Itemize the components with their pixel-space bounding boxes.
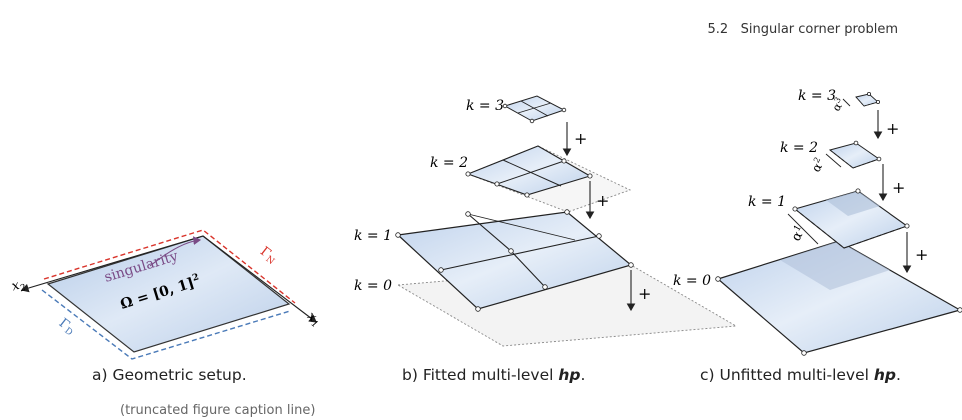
caption-a: a) Geometric setup.: [92, 366, 247, 384]
section-number: 5.2: [707, 22, 729, 37]
caption-c: c) Unfitted multi-level hp.: [700, 366, 901, 384]
gamma-n-label: ΓN: [256, 244, 279, 267]
c-plus-2: +: [892, 178, 905, 197]
panel-b: + + + k = 3 k = 2 k = 1 k = 0: [354, 95, 738, 347]
b-plus-2: +: [596, 191, 609, 210]
axis-x2-line: [20, 235, 204, 293]
axis-x1-label: x1: [303, 309, 324, 330]
panel-a: x2 x1 ΓN ΓD singularity Ω = [0, 1]2: [10, 229, 324, 360]
gamma-n-boundary: [43, 229, 296, 304]
axis-x2-label: x2: [10, 276, 28, 296]
domain-square: [46, 235, 291, 353]
b-label-k0: k = 0: [354, 278, 392, 294]
axis-x1-line: [202, 235, 317, 323]
b-plus-1: +: [638, 284, 651, 303]
c-alpha-2: α2: [808, 156, 828, 175]
singularity-arrow: [149, 236, 202, 267]
gamma-d-label: ΓD: [55, 316, 78, 339]
panel-c: α1 α2 α3 + + + k = 3 k = 2 k = 1 k = 0: [673, 88, 962, 356]
b-label-k1: k = 1: [354, 228, 392, 244]
c-label-k1: k = 1: [748, 194, 786, 210]
section-title: Singular corner problem: [740, 22, 898, 37]
b-label-k3: k = 3: [466, 98, 504, 114]
running-header: 5.2 Singular corner problem: [708, 22, 898, 37]
c-label-k0: k = 0: [673, 273, 711, 289]
c-plus-3: +: [886, 119, 899, 138]
b-plus-3: +: [574, 129, 587, 148]
b-label-k2: k = 2: [430, 155, 468, 171]
c-level-3-plane: [855, 93, 879, 107]
c-label-k3: k = 3: [798, 88, 836, 104]
c-alpha-1: α1: [788, 223, 809, 244]
c-label-k2: k = 2: [780, 140, 818, 156]
figure-caption-line: (truncated figure caption line): [120, 403, 316, 418]
gamma-d-boundary: [41, 289, 291, 360]
c-plus-1: +: [915, 245, 928, 264]
caption-b: b) Fitted multi-level hp.: [402, 366, 586, 384]
figure: x2 x1 ΓN ΓD singularity Ω = [0, 1]2: [10, 88, 962, 360]
